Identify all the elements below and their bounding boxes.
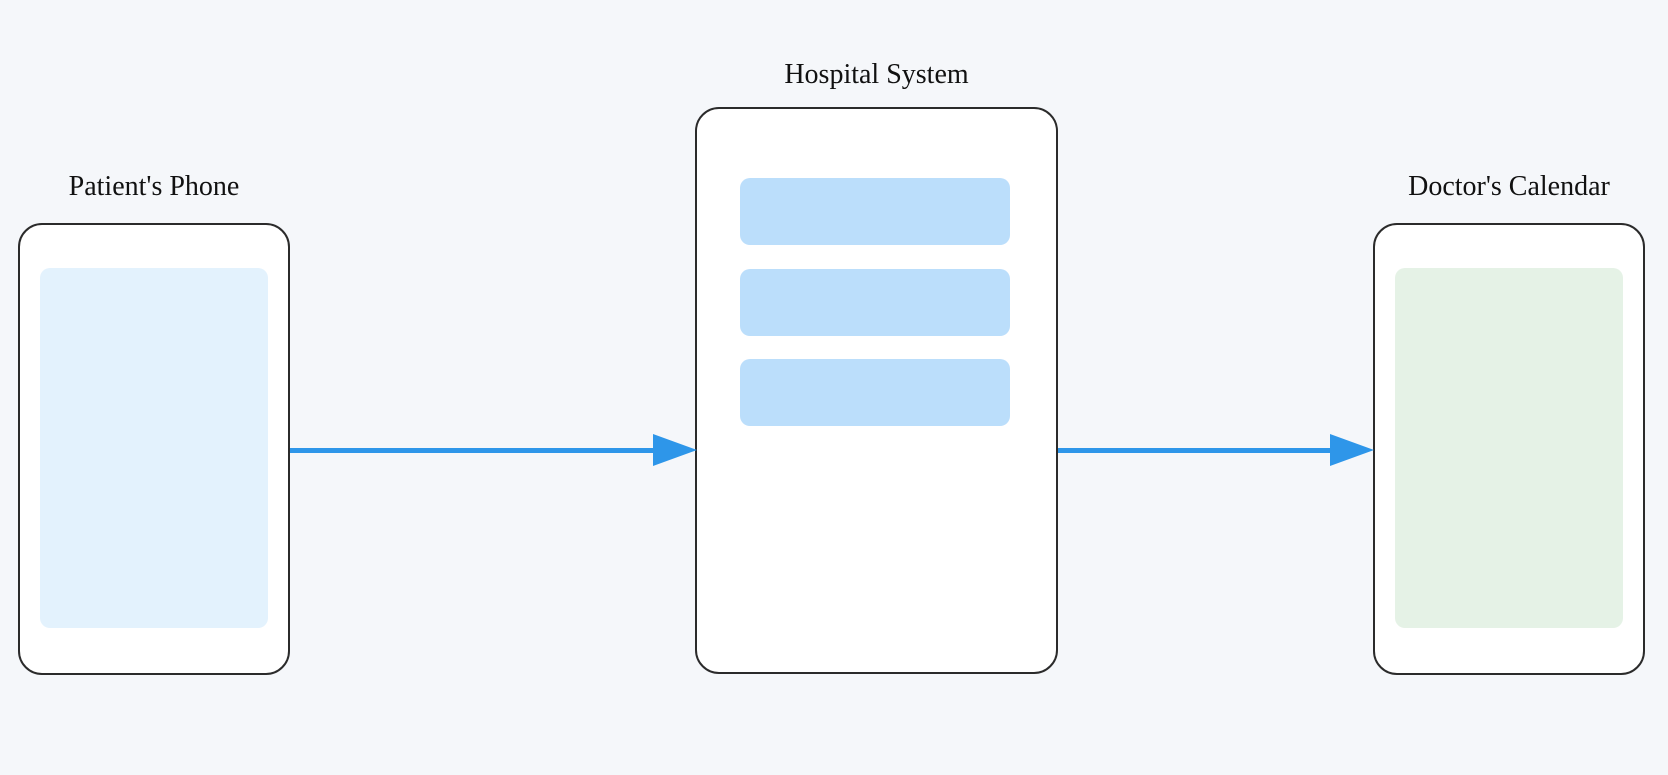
record-bar (740, 359, 1010, 426)
arrowhead-icon (653, 434, 697, 466)
hospital-system-label: Hospital System (784, 59, 969, 90)
edge-phone-to-hospital (290, 448, 654, 453)
hospital-system-node (695, 107, 1058, 674)
doctors-calendar-label: Doctor's Calendar (1408, 171, 1610, 202)
arrowhead-icon (1330, 434, 1374, 466)
calendar-screen (1395, 268, 1623, 628)
patients-phone-node (18, 223, 290, 675)
record-bar (740, 178, 1010, 245)
phone-screen (40, 268, 268, 628)
edge-hospital-to-calendar (1058, 448, 1334, 453)
patients-phone-label: Patient's Phone (68, 171, 240, 202)
doctors-calendar-node (1373, 223, 1645, 675)
record-bar (740, 269, 1010, 336)
